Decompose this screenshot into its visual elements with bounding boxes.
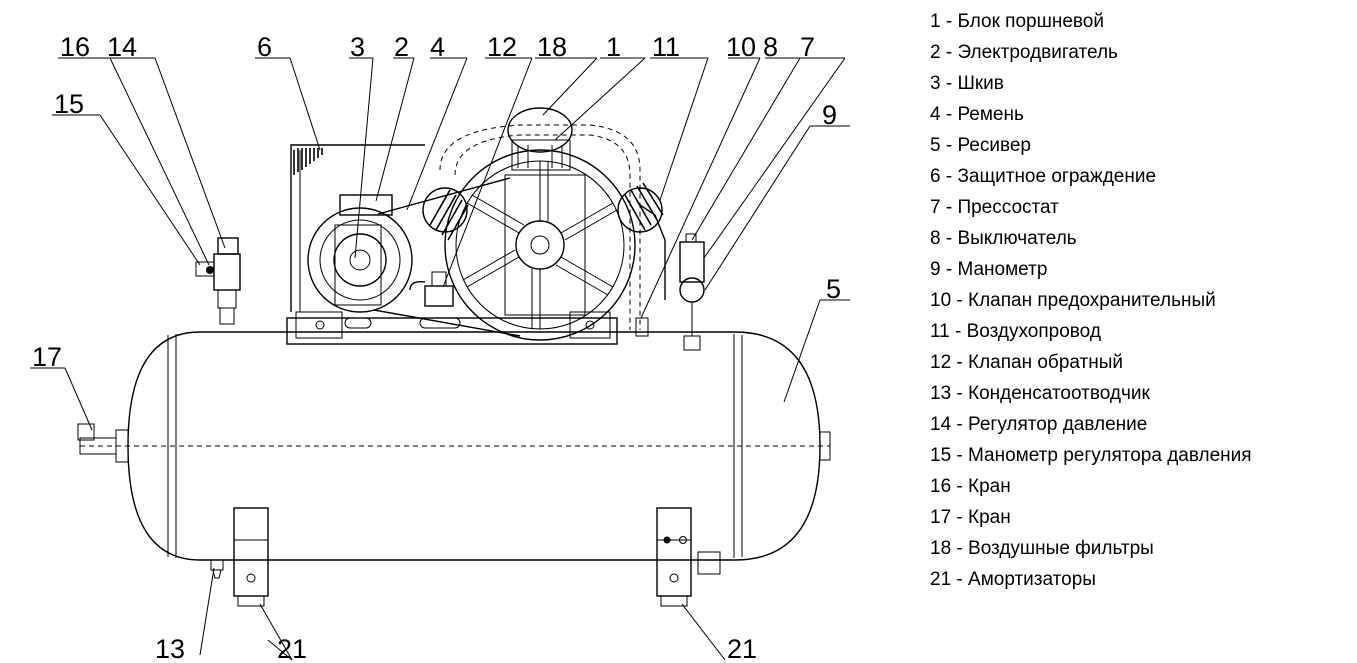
callout-2: 2 [394, 32, 409, 62]
legend-item: 4 - Ремень [930, 104, 1024, 125]
legend-item: 21 - Амортизаторы [930, 569, 1096, 590]
air-duct [439, 124, 666, 330]
leader-lines [30, 57, 850, 661]
legend-item: 10 - Клапан предохранительный [930, 290, 1216, 311]
callout-18: 18 [537, 32, 567, 62]
callout-13: 13 [155, 634, 185, 663]
legend-item: 9 - Манометр [930, 259, 1048, 280]
shock-absorber-left [233, 507, 269, 607]
callout-16: 16 [60, 32, 90, 62]
shock-absorber-right [656, 507, 721, 607]
receiver-tank [80, 331, 831, 561]
callout-5: 5 [826, 274, 841, 304]
legend-item: 2 - Электродвигатель [930, 42, 1118, 63]
condensate-drain [210, 559, 224, 579]
callout-11: 11 [652, 32, 680, 62]
compressor-diagram: 16 14 15 6 3 2 4 12 18 1 11 10 8 7 9 5 1… [30, 32, 850, 663]
legend-item: 18 - Воздушные фильтры [930, 538, 1154, 559]
legend-item: 14 - Регулятор давление [930, 414, 1148, 435]
callout-14: 14 [107, 32, 137, 62]
callout-labels: 16 14 15 6 3 2 4 12 18 1 11 10 8 7 9 5 1… [32, 32, 841, 663]
legend-item: 7 - Прессостат [930, 197, 1059, 218]
legend-item: 3 - Шкив [930, 73, 1004, 94]
callout-1: 1 [606, 32, 621, 62]
pressure-switch [679, 233, 705, 351]
drive-belt [373, 177, 521, 337]
legend-item: 6 - Защитное ограждение [930, 166, 1157, 187]
safety-valve [635, 317, 649, 337]
drain-cock [77, 423, 117, 455]
callout-8: 8 [763, 32, 778, 62]
callout-10: 10 [726, 32, 756, 62]
callout-3: 3 [350, 32, 365, 62]
callout-7: 7 [800, 32, 815, 62]
piston-block [444, 149, 636, 341]
legend-item: 17 - Кран [930, 507, 1011, 528]
callout-17: 17 [32, 342, 62, 372]
legend-item: 5 - Ресивер [930, 135, 1031, 156]
legend-item: 13 - Конденсатоотводчик [930, 383, 1150, 404]
callout-21-left: 21 [277, 634, 307, 663]
callout-6: 6 [257, 32, 272, 62]
callout-12: 12 [487, 32, 517, 62]
legend-item: 8 - Выключатель [930, 228, 1077, 249]
parts-legend: 1 - Блок поршневой 2 - Электродвигатель … [930, 0, 1357, 663]
legend-item: 1 - Блок поршневой [930, 11, 1104, 32]
protective-guard [290, 144, 425, 312]
callout-4: 4 [430, 32, 445, 62]
legend-item: 11 - Воздухопровод [930, 321, 1101, 342]
callout-15: 15 [54, 89, 84, 119]
legend-item: 16 - Кран [930, 476, 1011, 497]
cylinder-head-left [422, 187, 469, 241]
base-plate [286, 311, 618, 345]
callout-21-right: 21 [727, 634, 757, 663]
legend-item: 12 - Клапан обратный [930, 352, 1123, 373]
pressure-regulator [195, 237, 241, 325]
legend-item: 15 - Манометр регулятора давления [930, 445, 1252, 466]
electric-motor [307, 194, 413, 313]
cylinder-head-right [617, 182, 664, 233]
callout-9: 9 [822, 100, 837, 130]
